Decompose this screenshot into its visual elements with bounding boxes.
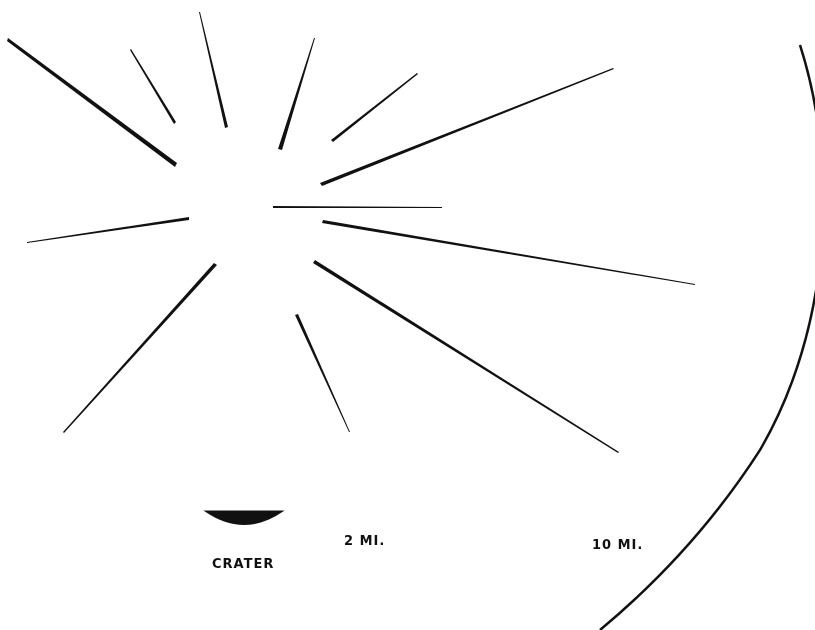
- ray-left-horizontal: [27, 217, 189, 243]
- crater-label: CRATER: [212, 557, 274, 572]
- ray-top-right-steep: [278, 38, 315, 150]
- ray-upper-left-long: [7, 38, 177, 167]
- ray-right-long: [322, 220, 695, 285]
- ray-upper-right-short: [331, 73, 418, 142]
- ray-top-vertical: [199, 12, 228, 128]
- range-label-10mi: 10 MI.: [592, 538, 643, 553]
- ray-lower-right-long: [313, 260, 619, 453]
- ray-group: [7, 12, 695, 453]
- ray-lower-center: [295, 314, 350, 432]
- crater-cross-section: [205, 511, 283, 525]
- range-label-2mi: 2 MI.: [344, 534, 385, 549]
- ray-upper-right-long: [320, 68, 614, 186]
- ray-lower-left: [63, 263, 217, 433]
- ray-upper-left-short: [130, 49, 176, 124]
- ray-center-right-thin: [273, 206, 442, 208]
